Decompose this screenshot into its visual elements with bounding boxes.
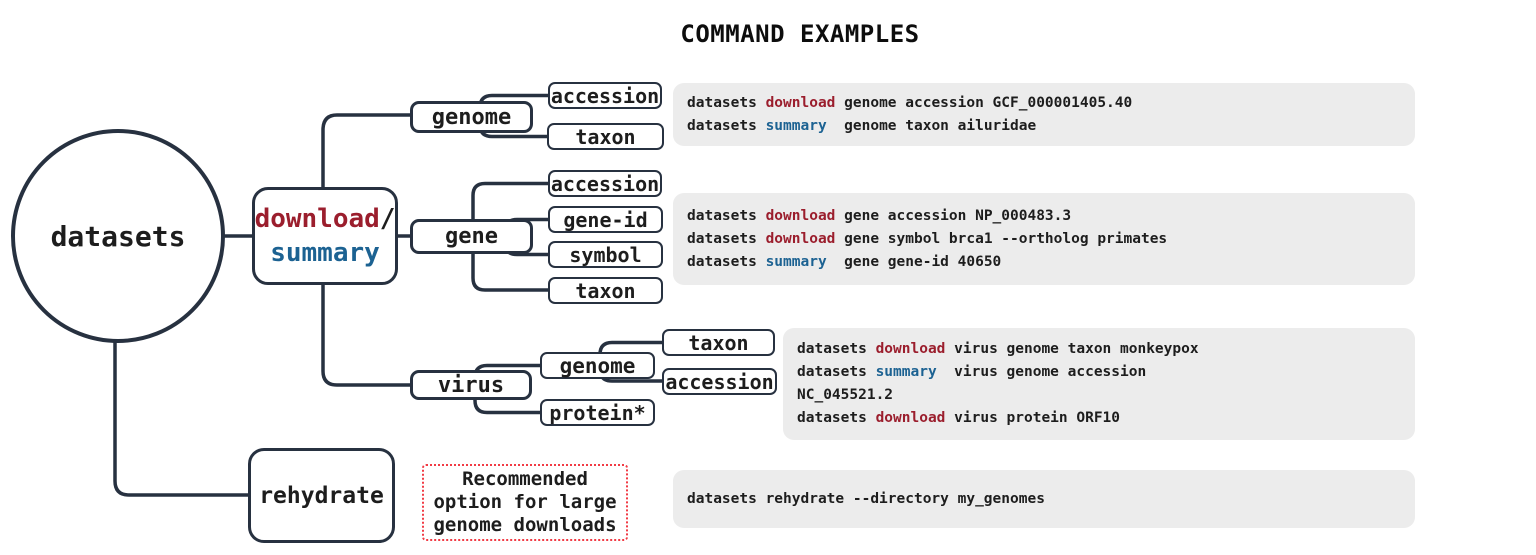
command-keyword-red: download	[875, 341, 946, 357]
command-line: datasets download genome accession GCF_0…	[687, 92, 1401, 115]
command-line: datasets download virus protein ORF10	[797, 407, 1401, 430]
note-line: genome downloads	[433, 514, 617, 536]
node-datasets-root: datasets	[11, 129, 225, 343]
command-text: datasets	[797, 364, 876, 380]
command-text: datasets	[797, 410, 876, 426]
command-line: datasets summary virus genome accession	[797, 361, 1401, 384]
node-gene-label: gene	[445, 224, 498, 249]
node-gene-taxon-label: taxon	[575, 278, 636, 303]
command-keyword-blue: summary	[765, 253, 827, 270]
download-label: download	[254, 204, 380, 234]
command-example-box-genome: datasets download genome accession GCF_0…	[673, 83, 1415, 146]
command-example-box-gene: datasets download gene accession NP_0004…	[673, 193, 1415, 285]
node-virus-genome-taxon: taxon	[662, 329, 775, 356]
command-line: datasets download gene symbol brca1 --or…	[687, 228, 1401, 251]
node-rehydrate: rehydrate	[248, 448, 395, 543]
slash-label: /	[379, 204, 396, 234]
rehydrate-note: Recommended option for large genome down…	[422, 464, 628, 541]
command-example-box-virus: datasets download virus genome taxon mon…	[783, 328, 1415, 440]
note-line: Recommended	[462, 468, 588, 490]
node-genome-accession-label: accession	[550, 83, 660, 108]
command-line: datasets rehydrate --directory my_genome…	[687, 488, 1401, 511]
node-rehydrate-label: rehydrate	[259, 482, 384, 509]
command-line: datasets download gene accession NP_0004…	[687, 205, 1401, 228]
edge-datasets-rehydrate	[113, 338, 250, 497]
command-text: datasets	[687, 94, 766, 111]
note-line: option for large	[433, 491, 617, 513]
node-gene-symbol: symbol	[548, 241, 663, 268]
command-text: datasets	[687, 117, 766, 134]
command-text: datasets	[797, 341, 876, 357]
command-text: virus genome taxon monkeypox	[945, 341, 1199, 357]
node-genome-taxon: taxon	[547, 123, 664, 150]
command-text: gene accession NP_000483.3	[835, 207, 1072, 224]
command-text: virus genome accession	[936, 364, 1147, 380]
node-gene-gene-id-label: gene-id	[563, 207, 648, 232]
command-keyword-blue: summary	[765, 117, 827, 134]
summary-label: summary	[270, 238, 380, 268]
node-genome: genome	[410, 101, 533, 133]
node-gene: gene	[410, 219, 533, 254]
command-text: datasets	[687, 230, 766, 247]
node-virus-genome-label: genome	[559, 353, 636, 378]
node-virus-protein-label: protein*	[549, 400, 646, 425]
diagram-title: COMMAND EXAMPLES	[680, 20, 920, 48]
command-example-box-rehydrate: datasets rehydrate --directory my_genome…	[673, 470, 1415, 528]
node-gene-gene-id: gene-id	[548, 206, 663, 233]
node-virus: virus	[410, 370, 532, 400]
node-gene-symbol-label: symbol	[569, 242, 642, 267]
node-virus-label: virus	[437, 372, 505, 398]
command-line: NC_045521.2	[797, 384, 1401, 407]
node-virus-genome: genome	[540, 352, 655, 379]
node-gene-accession: accession	[548, 170, 662, 197]
command-text: datasets	[687, 253, 766, 270]
command-text: gene gene-id 40650	[826, 253, 1002, 270]
command-text: virus protein ORF10	[945, 410, 1121, 426]
command-keyword-red: download	[765, 230, 836, 247]
node-virus-genome-accession-label: accession	[665, 369, 774, 394]
command-text: gene symbol brca1 --ortholog primates	[835, 230, 1168, 247]
command-line: datasets summary genome taxon ailuridae	[687, 115, 1401, 138]
node-genome-accession: accession	[548, 82, 662, 109]
command-text: datasets rehydrate --directory my_genome…	[687, 490, 1045, 507]
node-virus-genome-taxon-label: taxon	[688, 330, 749, 355]
command-line: datasets download virus genome taxon mon…	[797, 338, 1401, 361]
node-virus-protein: protein*	[540, 399, 655, 426]
summary-line: summary	[270, 236, 380, 270]
node-genome-label: genome	[431, 104, 512, 130]
edge-downloadsummary-genome	[321, 113, 412, 190]
command-text: datasets	[687, 207, 766, 224]
edge-downloadsummary-virus	[321, 283, 412, 387]
node-gene-taxon: taxon	[548, 277, 663, 304]
command-keyword-blue: summary	[875, 364, 937, 380]
node-virus-genome-accession: accession	[662, 368, 777, 395]
command-text: genome taxon ailuridae	[826, 117, 1037, 134]
node-genome-taxon-label: taxon	[575, 124, 636, 149]
command-keyword-red: download	[765, 207, 836, 224]
command-keyword-red: download	[765, 94, 836, 111]
command-text: NC_045521.2	[797, 387, 894, 403]
command-line: datasets summary gene gene-id 40650	[687, 251, 1401, 274]
node-download-summary: download/ summary	[252, 187, 398, 285]
node-datasets-label: datasets	[50, 219, 186, 253]
command-keyword-red: download	[875, 410, 946, 426]
node-gene-accession-label: accession	[550, 171, 660, 196]
command-text: genome accession GCF_000001405.40	[835, 94, 1133, 111]
download-line: download/	[255, 202, 396, 236]
